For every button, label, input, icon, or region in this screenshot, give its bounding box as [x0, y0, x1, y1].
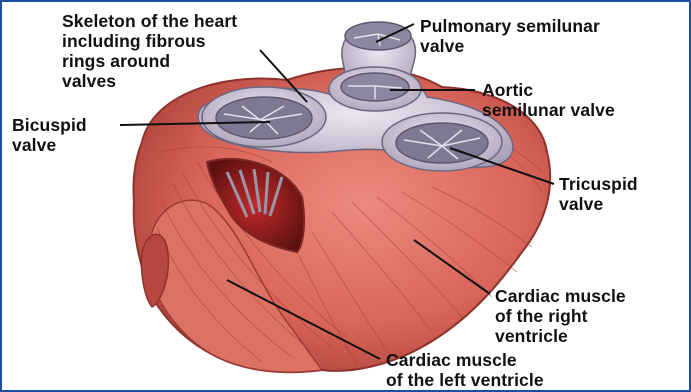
label-tricuspid-valve: Tricuspid valve [559, 174, 638, 214]
tricuspid-valve [382, 113, 502, 171]
label-bicuspid-valve: Bicuspid valve [12, 115, 87, 155]
label-left-ventricle: Cardiac muscle of the left ventricle [386, 350, 544, 390]
label-pulmonary-valve: Pulmonary semilunar valve [420, 16, 600, 56]
label-aortic-valve: Aortic semilunar valve [482, 80, 615, 120]
label-skeleton: Skeleton of the heart including fibrous … [62, 11, 237, 91]
bicuspid-valve [202, 87, 326, 147]
label-right-ventricle: Cardiac muscle of the right ventricle [495, 286, 626, 346]
